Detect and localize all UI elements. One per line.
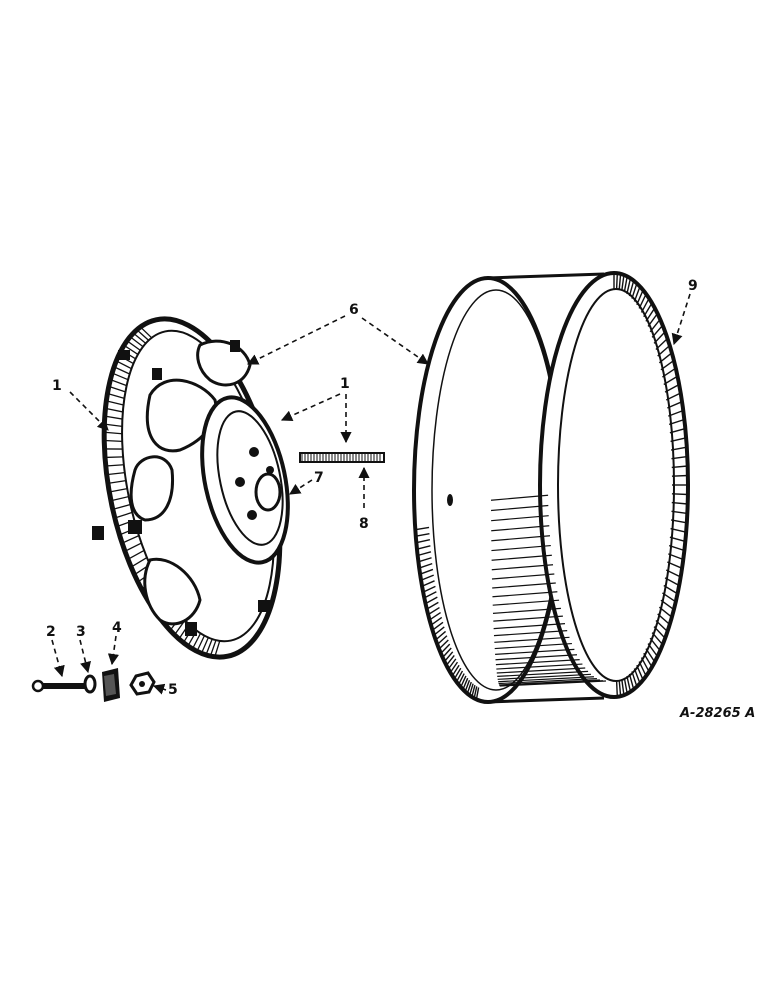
- clamp-lug: [152, 368, 162, 380]
- leader-lines: [51, 293, 691, 695]
- clamp-lug: [258, 600, 270, 612]
- stud-bolt: [299, 452, 385, 463]
- clamp-lug: [185, 622, 197, 636]
- lock-washer: [83, 674, 97, 694]
- callouts: 1 1 2 3 4 5 6 7 8 9 A-28265 A: [46, 278, 755, 721]
- callout-1-hub: 1: [340, 376, 350, 392]
- valve-hole: [447, 494, 453, 506]
- disc-opening-left: [129, 455, 175, 522]
- disc-opening-lower: [143, 557, 202, 626]
- hub-stud: [247, 510, 257, 520]
- hub-outer: [200, 395, 290, 565]
- clamp-lug: [92, 526, 104, 540]
- hub-stud: [266, 466, 274, 474]
- callout-8-stud: 8: [359, 516, 369, 532]
- callout-1-disc: 1: [52, 378, 62, 394]
- clamp-lug: [230, 340, 240, 352]
- hub-stud: [235, 477, 245, 487]
- figure-id: A-28265 A: [679, 706, 755, 721]
- callout-6-assembly: 6: [349, 302, 359, 318]
- callout-5-nut: 5: [168, 682, 178, 698]
- callout-3-washer: 3: [76, 624, 86, 640]
- hex-nut: [129, 671, 156, 696]
- hub-bore: [254, 472, 282, 512]
- hub-stud: [249, 447, 259, 457]
- clamp-lug: [128, 520, 142, 534]
- clamp: [102, 668, 120, 702]
- callout-9-rim: 9: [688, 278, 698, 294]
- rim-band-hatching: [415, 273, 688, 700]
- bolt: [31, 679, 86, 693]
- callout-2-bolt: 2: [46, 624, 56, 640]
- callout-4-clamp: 4: [112, 620, 122, 636]
- clamp-lug: [118, 350, 130, 360]
- wheel-disc: [92, 316, 290, 660]
- disc-opening-top: [196, 339, 252, 387]
- wheel-rim: [412, 271, 690, 704]
- hub-inner: [216, 410, 284, 546]
- rim-back-flange: [538, 271, 690, 699]
- callout-7-hub: 7: [314, 470, 324, 486]
